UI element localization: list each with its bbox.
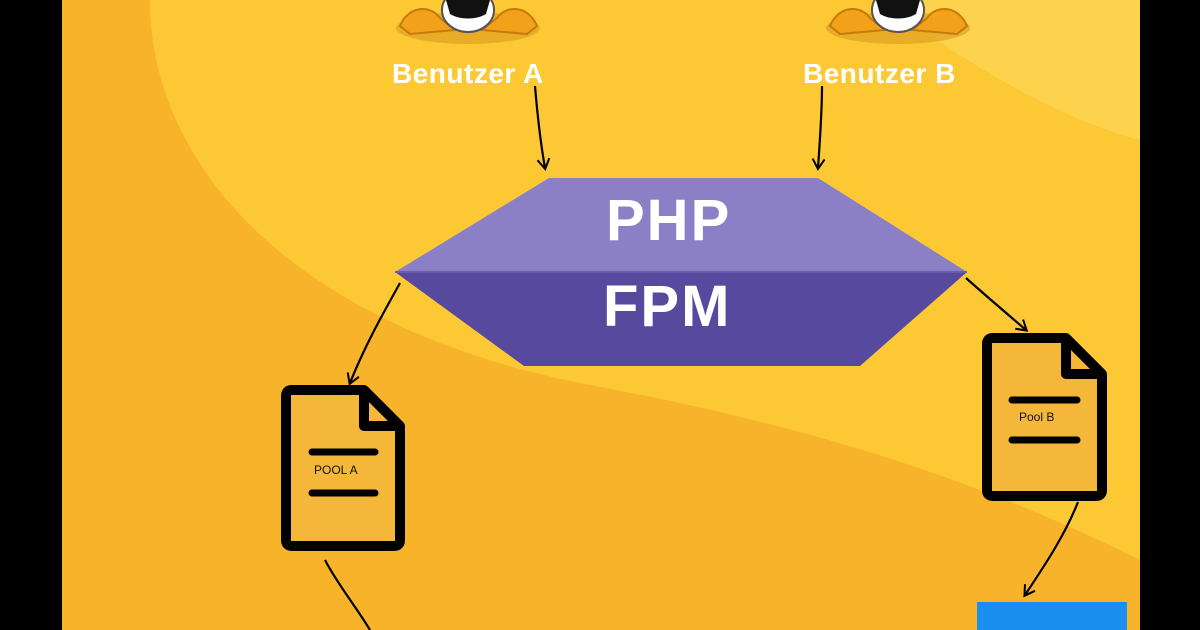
arrow-user-a-to-fpm xyxy=(533,85,551,171)
user-b-label: Benutzer B xyxy=(803,58,956,89)
arrow-pool-b-down xyxy=(1023,501,1080,598)
arrow-fpm-to-pool-a xyxy=(346,282,401,386)
user-b-icon xyxy=(826,0,970,44)
pool-a-label: POOL A xyxy=(314,463,358,477)
user-a-icon xyxy=(396,0,540,44)
fpm-title-line1: PHP xyxy=(606,188,732,253)
arrow-fpm-to-pool-b xyxy=(965,277,1029,332)
fpm-title-line2: FPM xyxy=(603,274,732,339)
target-box-b xyxy=(977,602,1127,630)
pool-a-document-icon xyxy=(281,385,405,551)
left-border xyxy=(0,0,62,630)
right-border xyxy=(1140,0,1200,630)
arrow-user-b-to-fpm xyxy=(811,85,826,171)
php-fpm-hexagon xyxy=(395,178,967,366)
arrow-pool-a-down xyxy=(324,559,371,630)
user-a-label: Benutzer A xyxy=(392,58,544,89)
pool-b-label: Pool B xyxy=(1019,410,1055,424)
pool-b-document-icon xyxy=(982,333,1107,501)
